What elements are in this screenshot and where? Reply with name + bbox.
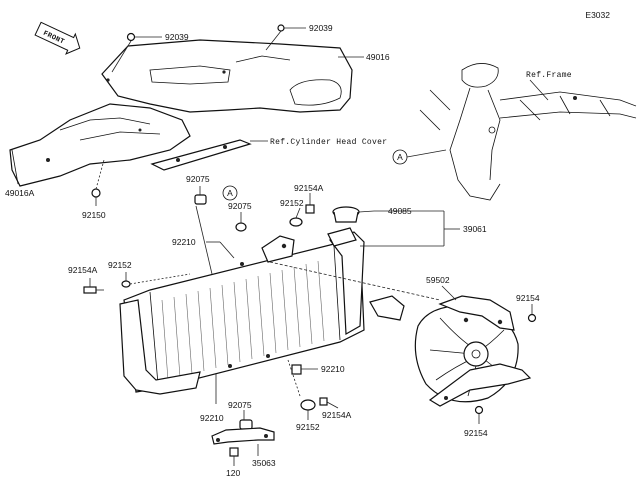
label-49016A: 49016A	[5, 188, 35, 198]
grommet-92075-top	[194, 186, 207, 205]
label-35063: 35063	[252, 458, 276, 468]
label-92039-a: 92039	[165, 32, 189, 42]
label-92210-mid: 92210	[321, 364, 345, 374]
washer-92039-b	[265, 24, 306, 51]
svg-text:A: A	[227, 188, 233, 198]
washer-92152-top	[289, 207, 303, 227]
label-39061: 39061	[463, 224, 487, 234]
label-49085: 49085	[388, 206, 412, 216]
radiator-39061	[119, 227, 405, 395]
label-120: 120	[226, 468, 240, 478]
label-92210-bot: 92210	[200, 413, 224, 423]
label-92152-left: 92152	[108, 260, 132, 270]
washer-92152-bottom	[287, 359, 316, 420]
callout-a-radiator: A	[222, 185, 238, 201]
label-92154A-bot: 92154A	[322, 410, 352, 420]
radiator-cover-49016	[101, 39, 353, 113]
stay-35063	[211, 427, 275, 456]
bolt-92154A-left	[83, 278, 104, 294]
bolt-120	[229, 447, 239, 466]
label-92154-bot: 92154	[464, 428, 488, 438]
cylinder-head-cover-ref	[150, 139, 268, 171]
label-92152-bot: 92152	[296, 422, 320, 432]
washer-92152-left	[121, 272, 191, 288]
label-92075-top: 92075	[186, 174, 210, 184]
ref-frame-label: Ref.Frame	[526, 71, 572, 80]
label-92154-right: 92154	[516, 293, 540, 303]
label-92039-b: 92039	[309, 23, 333, 33]
bolt-92154A-bottom	[319, 397, 339, 409]
grommet-92075-mid	[235, 212, 247, 232]
label-92075-bot: 92075	[228, 400, 252, 410]
radiator-cap-49085	[332, 206, 375, 223]
label-59502: 59502	[426, 275, 450, 285]
label-92210-top: 92210	[172, 237, 196, 247]
side-cover-49016A	[9, 103, 191, 187]
cooling-fan-59502	[414, 295, 532, 407]
grommet-92075-bot	[239, 410, 253, 430]
bolt-92154A-top	[305, 193, 315, 214]
ref-cylinder-label: Ref.Cylinder Head Cover	[270, 138, 387, 147]
diagram-code: E3032	[585, 10, 610, 20]
label-92152-top: 92152	[280, 198, 304, 208]
svg-text:A: A	[397, 152, 403, 162]
label-92154A-top: 92154A	[294, 183, 324, 193]
bolt-92154-right	[527, 304, 537, 323]
bolt-92150	[91, 159, 105, 206]
washer-92039-a	[111, 32, 162, 73]
bolt-92154-bottom	[474, 405, 484, 424]
front-arrow: FRONT	[34, 21, 81, 55]
grommet-92210-mid	[291, 364, 318, 375]
label-49016: 49016	[366, 52, 390, 62]
label-92075-mid: 92075	[228, 201, 252, 211]
radiator-core-fins	[161, 260, 325, 381]
label-92154A-left: 92154A	[68, 265, 98, 275]
label-92150: 92150	[82, 210, 106, 220]
frame-ref	[419, 63, 637, 201]
callout-a-frame: A	[392, 149, 447, 165]
